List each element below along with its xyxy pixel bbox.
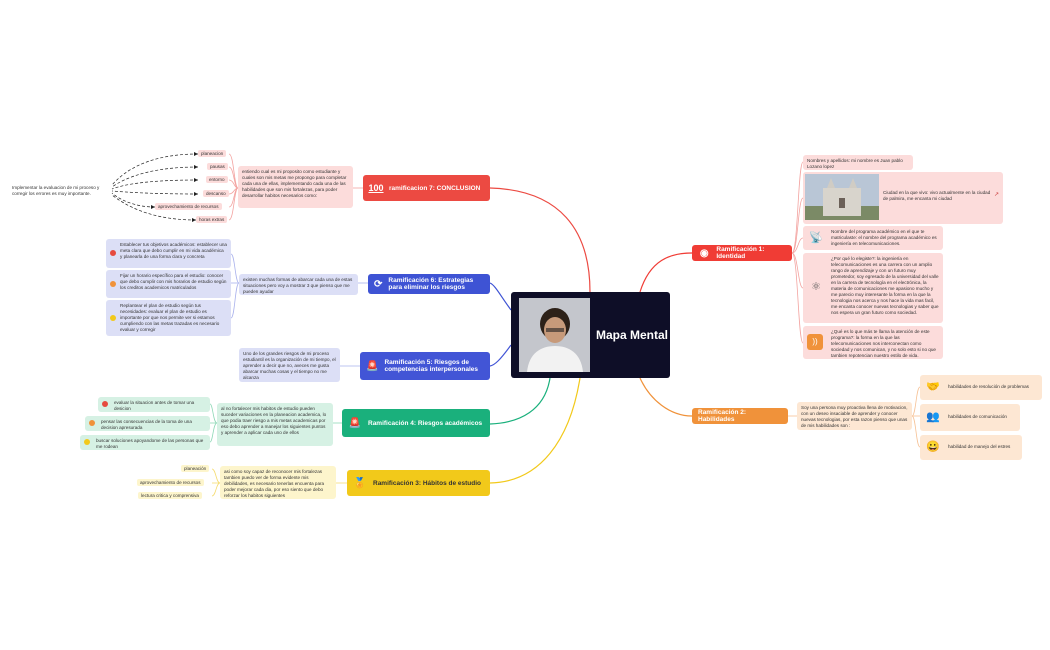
central-title: Mapa Mental (596, 328, 669, 342)
skill-label: habilidades de resolución de problemas (948, 384, 1029, 389)
identity-name-note: Nombres y apellidos: mi nombre es Juan p… (803, 155, 913, 170)
identity-program-text: Nombre del programa académico en el que … (831, 229, 937, 246)
strategy-label: Replantear el plan de estudio según tus … (120, 303, 220, 332)
user-circle-icon: ◉ (699, 247, 709, 259)
skill-item: 😀 habilidad de manejo del estres (920, 435, 1022, 460)
identity-city-note: Ciudad en la que vivo: vivo actualmente … (803, 172, 1003, 224)
medal-icon: 🏅 (353, 477, 367, 489)
branch-label: Ramificación 2: Habilidades (698, 409, 747, 423)
skill-label: habilidades de comunicación (948, 414, 1007, 419)
branch-habitos[interactable]: 🏅 Ramificación 3: Hábitos de estudio (347, 470, 490, 496)
branch-conclusion[interactable]: 100 ramificacion 7: CONCLUSION (363, 175, 490, 201)
risk-item: evaluar la situacion antes de tomar una … (98, 397, 210, 412)
identity-program-note: 📡 Nombre del programa académico en el qu… (803, 226, 943, 250)
atom-icon: ⚛ (811, 280, 821, 293)
refresh-icon: ⟳ (374, 278, 383, 290)
branch-riesgos-interpersonales[interactable]: 🚨 Ramificación 5: Riesgos de competencia… (360, 352, 490, 380)
habit-item: aprovechamiento de recursos (137, 479, 204, 486)
branch-identidad[interactable]: ◉ Ramificación 1: Identidad (692, 245, 792, 261)
identity-why-text: ¿Por qué lo elegiste?: la ingeniería en … (831, 256, 939, 315)
rss-icon: )) (807, 334, 823, 350)
risk-label: pensar las consecuencias de la toma de u… (101, 419, 192, 430)
interpersonal-note: Uno de los grandes riesgos de mi proceso… (239, 348, 340, 382)
external-link-icon[interactable]: ↗ (994, 192, 1000, 198)
strategy-item: Fijar un horario específico para el estu… (106, 270, 231, 298)
priority-2-icon (89, 420, 95, 426)
risks-note: al no fortalecer mis habitos de estudio … (217, 403, 333, 446)
strategy-item: Establecer tus objetivos académicos: est… (106, 239, 231, 268)
skills-note: Soy una persona muy proactiva llena de m… (797, 402, 912, 430)
branch-riesgos-academicos[interactable]: 🚨 Ramificación 4: Riesgos académicos (342, 409, 490, 437)
alarm-icon: 🚨 (348, 417, 362, 429)
risk-label: evaluar la situacion antes de tomar una … (114, 400, 195, 411)
branch-habilidades[interactable]: Ramificación 2: Habilidades (692, 408, 788, 424)
branch-label: ramificacion 7: CONCLUSION (389, 184, 481, 192)
church-image (805, 174, 879, 220)
conclusion-item: planeacion (198, 150, 227, 157)
priority-3-icon (84, 439, 90, 445)
priority-1-icon (110, 250, 116, 256)
conclusion-note: entiendo cual es mi proposito como estud… (238, 166, 353, 208)
identity-why-note: ⚛ ¿Por qué lo elegiste?: la ingeniería e… (803, 253, 943, 323)
identity-city-text: Ciudad en la que vivo: vivo actualmente … (883, 190, 991, 201)
skill-item: 🤝 habilidades de resolución de problemas (920, 375, 1042, 400)
identity-attention-text: ¿Qué es lo que más te llama la atención … (831, 329, 936, 358)
priority-2-icon (110, 281, 116, 287)
risk-item: buscar soluciones apoyandome de las pers… (80, 435, 210, 450)
hundred-points-icon: 100 (368, 183, 384, 193)
identity-attention-note: )) ¿Qué es lo que más te llama la atenci… (803, 326, 943, 359)
habit-item: lectura critica y comprensiva (138, 492, 202, 499)
habit-item: planeación (181, 465, 210, 472)
risk-label: buscar soluciones apoyandome de las pers… (96, 438, 204, 449)
conclusion-item: entorno (206, 176, 228, 183)
conclusion-item: pausas (207, 163, 228, 170)
people-talking-icon: 👥 (926, 410, 940, 423)
strategy-label: Fijar un horario específico para el estu… (120, 273, 227, 290)
risk-item: pensar las consecuencias de la toma de u… (85, 416, 210, 431)
profile-photo (519, 298, 590, 372)
strategies-note: existen muchas formas de abarcar cada un… (239, 274, 358, 295)
conclusion-item: aprovechamiento de recursos (155, 203, 222, 210)
priority-1-icon (102, 401, 108, 407)
branch-label: Ramificación 1: Identidad (716, 246, 765, 260)
antenna-icon: 📡 (809, 231, 823, 244)
skill-item: 👥 habilidades de comunicación (920, 404, 1020, 431)
conclusion-item: descanso (203, 190, 229, 197)
strategy-label: Establecer tus objetivos académicos: est… (120, 242, 227, 259)
branch-label: Ramificación 6: Estrategias para elimina… (388, 277, 474, 291)
evaluation-note: Implementar la evaluacion de mi proceso … (12, 185, 100, 196)
smile-face-icon: 😀 (926, 440, 940, 453)
handshake-icon: 🤝 (926, 380, 940, 393)
central-topic[interactable]: Mapa Mental (511, 292, 670, 378)
strategy-item: Replantear el plan de estudio según tus … (106, 300, 231, 336)
habits-note: asi como soy capaz de reconocer mis fort… (220, 466, 336, 499)
alarm-icon: 🚨 (366, 360, 379, 372)
branch-label: Ramificación 3: Hábitos de estudio (373, 479, 481, 487)
branch-label: Ramificación 4: Riesgos académicos (368, 419, 483, 427)
skill-label: habilidad de manejo del estres (948, 444, 1011, 449)
branch-label: Ramificación 5: Riesgos de competencias … (384, 359, 479, 373)
conclusion-item: horas extras (196, 216, 228, 223)
priority-3-icon (110, 315, 116, 321)
branch-estrategias[interactable]: ⟳ Ramificación 6: Estrategias para elimi… (368, 274, 490, 294)
